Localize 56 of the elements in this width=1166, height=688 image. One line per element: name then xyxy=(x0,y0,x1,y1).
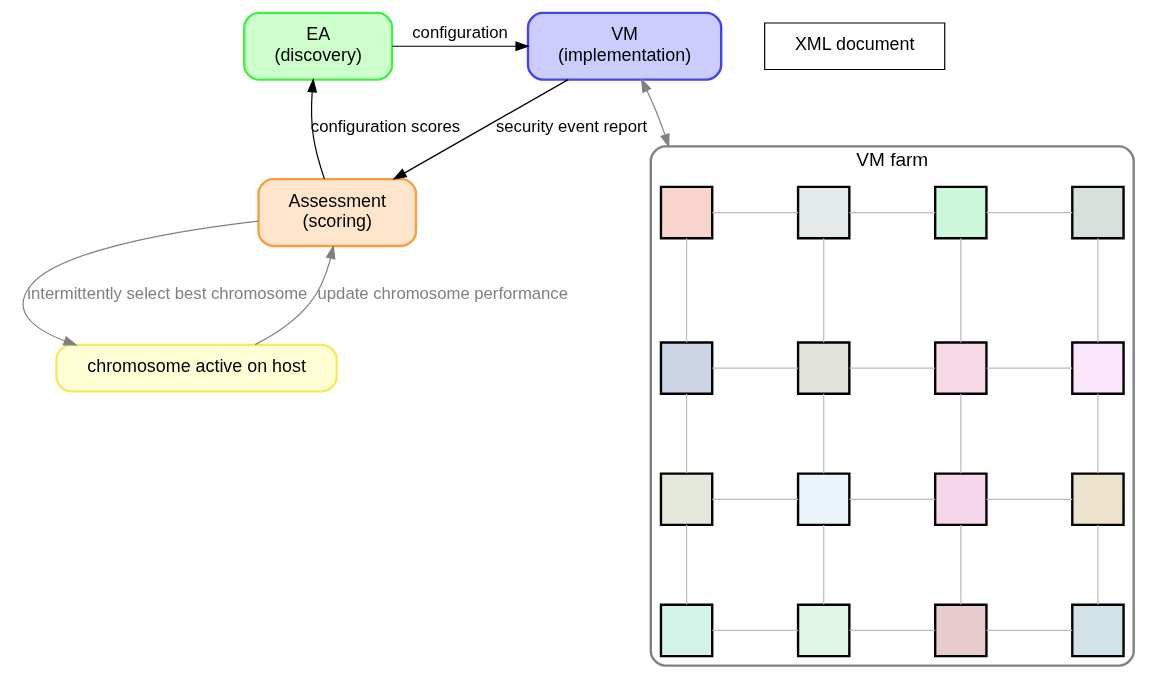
node-box: VM (implementation) xyxy=(526,11,723,81)
connector xyxy=(985,629,1073,632)
arrow xyxy=(392,79,569,180)
connector xyxy=(1097,393,1099,474)
connector xyxy=(711,367,799,369)
connector xyxy=(686,393,688,474)
node-box xyxy=(934,472,988,527)
edge-label: configuration xyxy=(412,23,508,43)
node-box: Assessment (scoring) xyxy=(257,178,418,248)
cluster: VM farm xyxy=(649,145,1135,667)
connector xyxy=(1097,524,1099,605)
node-box xyxy=(1071,472,1125,527)
connector xyxy=(823,237,825,343)
node-box xyxy=(659,185,714,240)
node-box xyxy=(659,603,714,658)
node-box: XML document xyxy=(764,22,946,71)
node-box: chromosome active on host xyxy=(55,343,338,393)
connector xyxy=(711,498,799,500)
connector xyxy=(985,211,1073,214)
connector xyxy=(848,629,936,632)
node-box xyxy=(1071,603,1125,658)
node-box xyxy=(1071,341,1125,395)
node-box xyxy=(796,603,851,658)
connector xyxy=(711,629,799,632)
connector xyxy=(686,524,688,605)
connector xyxy=(985,367,1073,369)
connector xyxy=(848,211,936,214)
arrow xyxy=(254,244,336,346)
connector xyxy=(823,524,825,605)
node-box xyxy=(934,603,988,658)
connector xyxy=(848,498,936,500)
node-box xyxy=(796,341,851,395)
node-box xyxy=(796,185,851,240)
node-box: EA (discovery) xyxy=(243,11,394,81)
connector xyxy=(960,237,962,343)
connector xyxy=(711,211,799,214)
connector xyxy=(823,393,825,474)
arrow xyxy=(22,220,260,346)
node-box xyxy=(659,472,714,527)
arrow xyxy=(391,41,530,52)
connector xyxy=(848,367,936,369)
node-box xyxy=(1071,185,1125,240)
node-box xyxy=(796,472,851,527)
connector xyxy=(960,393,962,474)
connector xyxy=(686,237,688,343)
node-box xyxy=(934,185,988,240)
connector xyxy=(960,524,962,605)
arrow xyxy=(640,78,670,149)
arrow xyxy=(307,78,326,180)
edge-label: intermittently select best chromosome xyxy=(27,283,308,303)
connector xyxy=(985,498,1073,500)
edge-label: update chromosome performance xyxy=(317,283,568,303)
node-box xyxy=(659,341,714,395)
edge-label: security event report xyxy=(495,117,648,137)
node-box xyxy=(934,341,988,395)
connector xyxy=(1097,237,1099,343)
